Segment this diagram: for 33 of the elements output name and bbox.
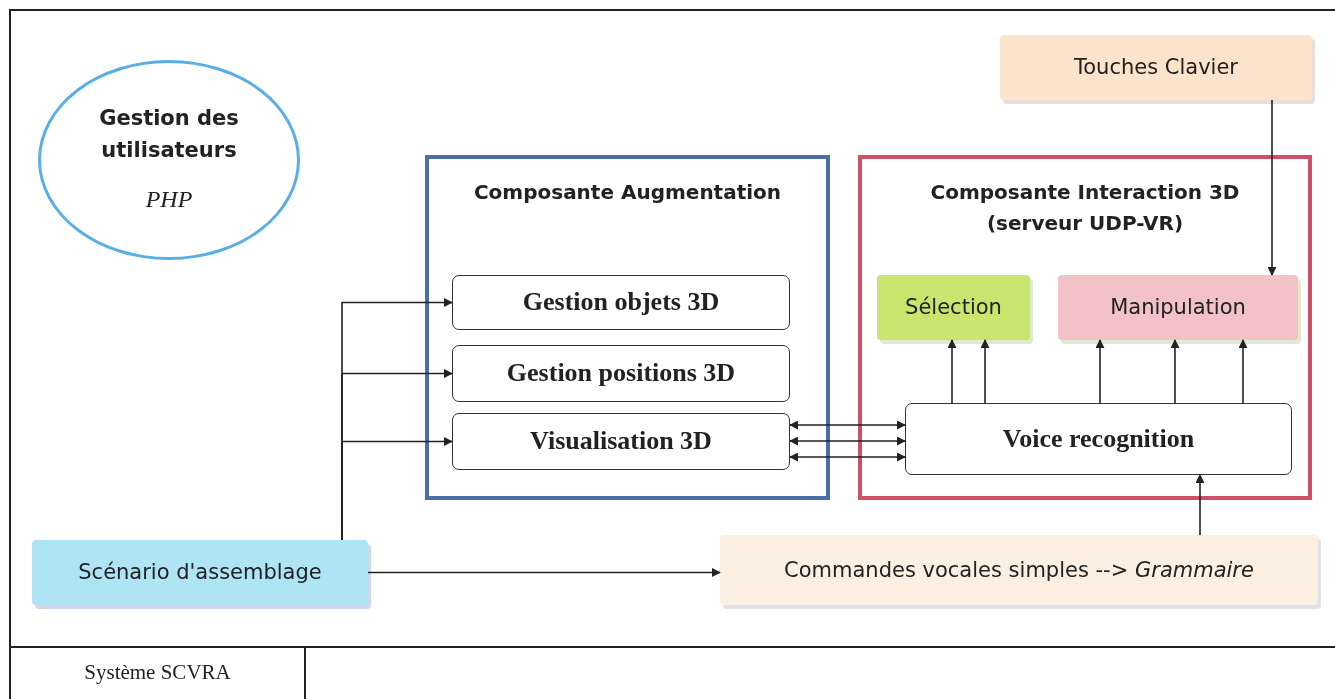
node-label: Gestion des utilisateurs: [98, 104, 240, 165]
arrow: [789, 436, 906, 446]
node-label: Scénario d'assemblage: [78, 559, 322, 587]
node-label: Commandes vocales simples --> Grammaire: [784, 556, 1254, 584]
arrow: [947, 339, 957, 404]
user-management-ellipse: [38, 60, 300, 260]
arrow: [1195, 474, 1205, 536]
process-box: [452, 275, 790, 330]
arrow: [789, 420, 906, 430]
arrow: [1095, 339, 1105, 404]
arrow: [789, 452, 906, 462]
node-label: Manipulation: [1110, 294, 1246, 322]
process-box: [452, 413, 790, 470]
technology-text: PHP: [145, 184, 193, 214]
node-label: Sélection: [905, 294, 1002, 322]
node-label: Gestion positions 3D: [506, 357, 736, 390]
component-panel: [858, 155, 1312, 500]
arrow: [1267, 99, 1277, 276]
arrow: [367, 568, 721, 577]
component-panel: [425, 155, 830, 500]
node-label: Touches Clavier: [1074, 54, 1238, 82]
node-label: Voice recognition: [1002, 422, 1195, 455]
process-box: [452, 345, 790, 402]
arrow: [1170, 339, 1180, 404]
panel-heading: Composante Interaction 3D (serveur UDP-VR): [929, 179, 1241, 237]
system-name: Système SCVRA: [83, 660, 232, 685]
process-box: [905, 403, 1292, 475]
node-label: Visualisation 3D: [530, 425, 712, 458]
arrow: [1238, 339, 1248, 404]
node-label: Gestion objets 3D: [522, 286, 720, 319]
arrow: [341, 437, 453, 541]
arrow: [980, 339, 990, 404]
panel-heading: Composante Augmentation: [473, 179, 782, 206]
